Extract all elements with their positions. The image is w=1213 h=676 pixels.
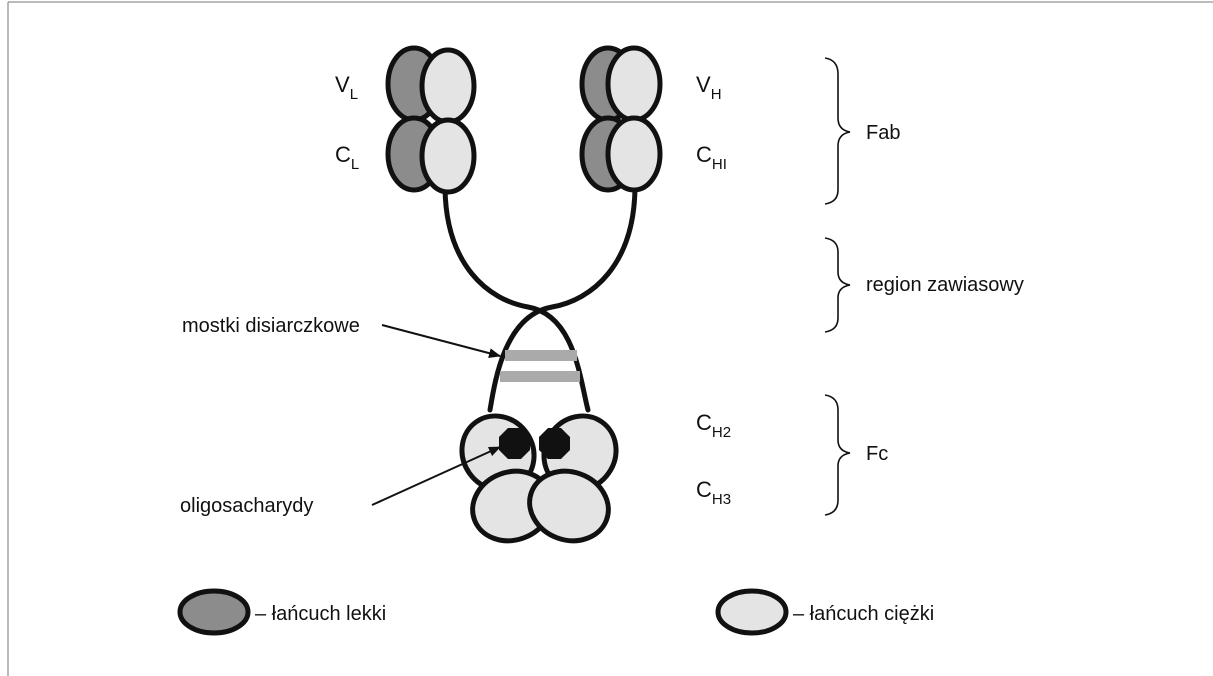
callout-label-disulfide: mostki disiarczkowe <box>182 315 360 337</box>
label-vh: VH <box>696 72 722 103</box>
label-cl: CL <box>335 142 359 173</box>
bracket-fab <box>824 57 851 205</box>
label-ch2: CH2 <box>696 410 731 441</box>
fc-region <box>459 413 619 544</box>
disulfide-bridge-2 <box>500 371 580 382</box>
label-vl: VL <box>335 72 358 103</box>
disulfide-callout-arrow <box>381 324 501 359</box>
ch3-domain-right <box>527 468 611 544</box>
bracket-fc <box>824 394 851 516</box>
fab-left <box>385 45 477 195</box>
right-hinge-strand <box>487 185 638 413</box>
bracket-label-fc: Fc <box>866 443 888 465</box>
oligosaccharides <box>499 428 570 459</box>
disulfide-bridges <box>500 350 580 382</box>
legend-swatch-light <box>177 588 251 636</box>
vh-heavy-domain-left <box>419 47 477 125</box>
bracket-label-fab: Fab <box>866 122 900 144</box>
disulfide-bridge-1 <box>505 350 577 361</box>
oligosaccharide-callout-arrow <box>371 446 501 506</box>
label-chi: CHI <box>696 142 727 173</box>
chi-heavy-domain-right <box>605 115 663 193</box>
brackets <box>824 57 851 516</box>
legend: – łańcuch lekki – łańcuch ciężki <box>177 588 934 636</box>
fab-right <box>579 45 663 193</box>
bracket-hinge <box>824 237 851 333</box>
legend-swatch-heavy <box>715 588 789 636</box>
oligosaccharide-right <box>539 428 570 459</box>
chi-heavy-domain-left <box>419 117 477 195</box>
label-ch3: CH3 <box>696 477 731 508</box>
vh-heavy-domain-right <box>605 45 663 123</box>
legend-label-heavy: – łańcuch ciężki <box>793 603 934 625</box>
bracket-label-hinge: region zawiasowy <box>866 274 1024 296</box>
oligosaccharide-left <box>499 428 530 459</box>
legend-label-light: – łańcuch lekki <box>255 603 386 625</box>
callout-label-oligosaccharide: oligosacharydy <box>180 495 313 517</box>
